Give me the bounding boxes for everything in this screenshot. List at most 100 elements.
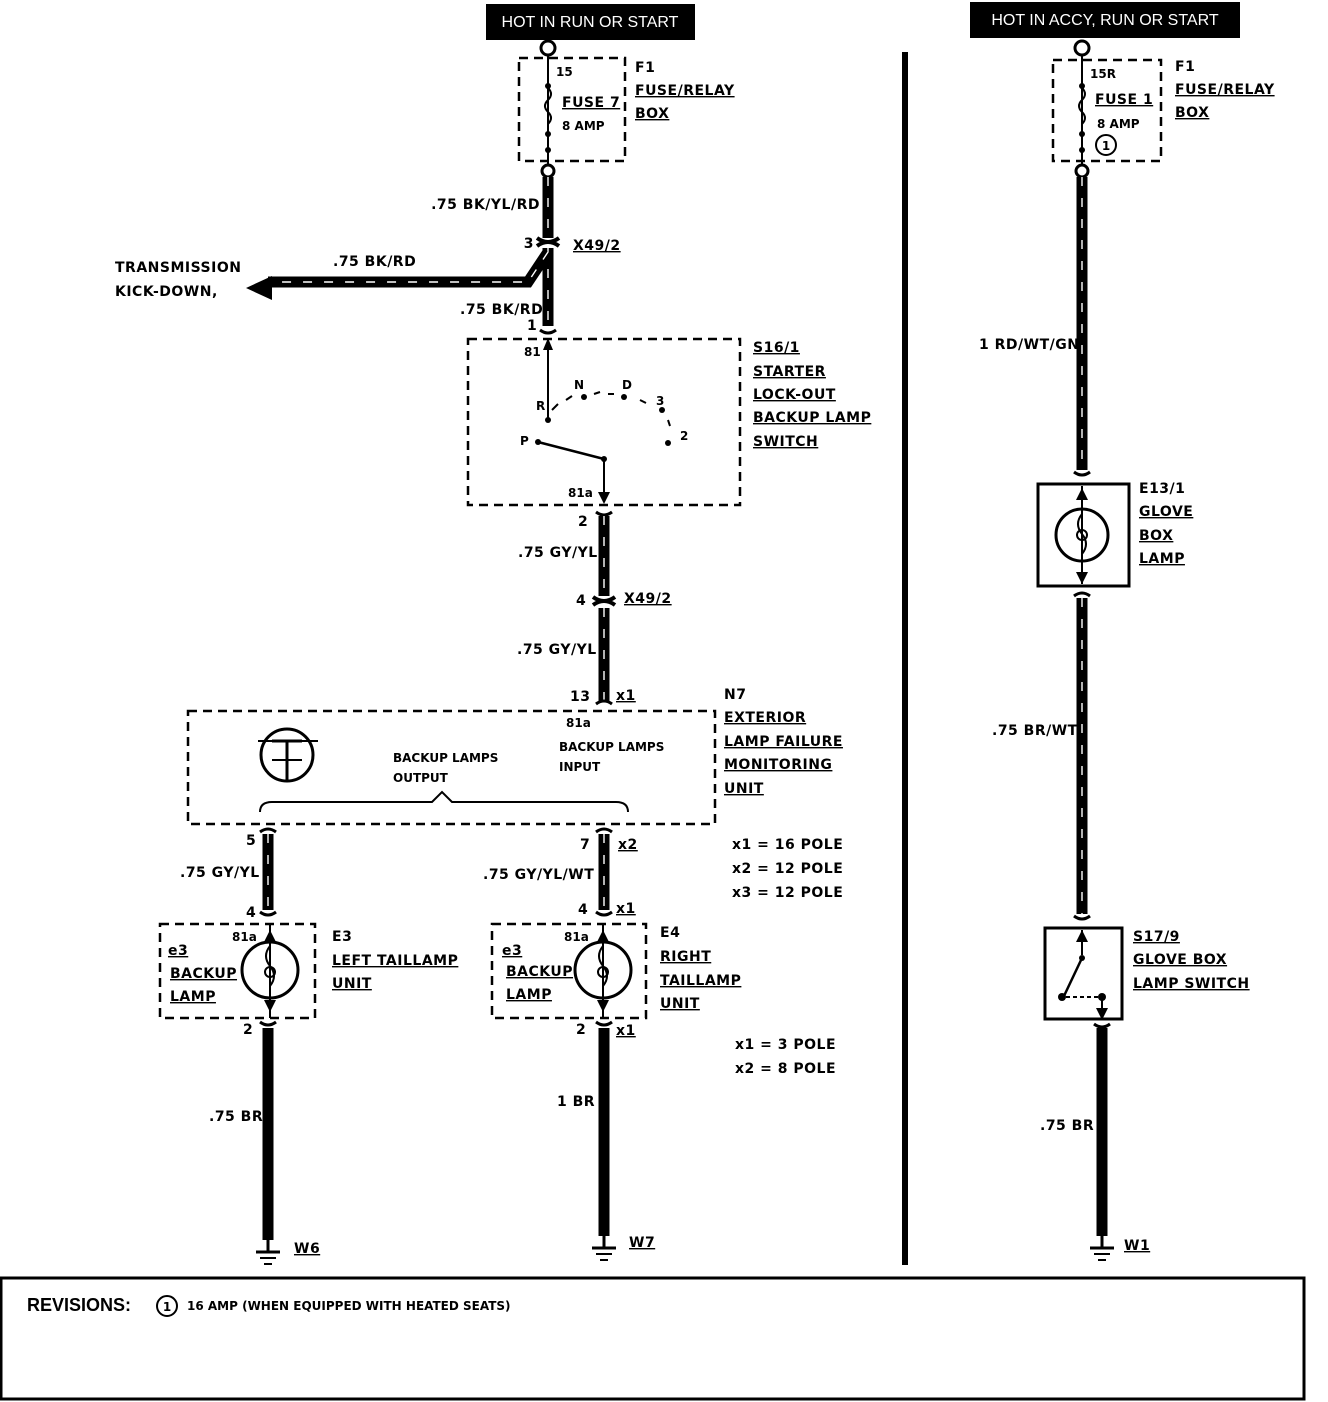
fuse1-revision-mark: 1 bbox=[1102, 139, 1110, 153]
wire-gy-yl-2-label: .75 GY/YL bbox=[517, 642, 597, 658]
fuse1-rating: 8 AMP bbox=[1097, 117, 1140, 131]
wire-gy-yl-wt-label: .75 GY/YL/WT bbox=[483, 867, 594, 883]
f1-left-code: F1 bbox=[635, 60, 655, 76]
connector-x49-top bbox=[535, 236, 561, 248]
f1-right-box: BOX bbox=[1175, 105, 1209, 121]
e3-right-line1: BACKUP bbox=[506, 964, 573, 980]
gear-3: 3 bbox=[656, 394, 664, 408]
revision-mark-icon bbox=[1095, 134, 1117, 156]
terminal-top-right bbox=[1073, 39, 1091, 57]
transmission-arrow bbox=[246, 276, 272, 300]
ground-w7-label: W7 bbox=[629, 1235, 655, 1251]
revisions-mark-icon bbox=[156, 1295, 178, 1317]
n7-line4: UNIT bbox=[724, 781, 764, 797]
n7-line2: LAMP FAILURE bbox=[724, 734, 843, 750]
e3-right-code: e3 bbox=[502, 943, 522, 959]
fuse7-element bbox=[544, 87, 552, 125]
wire-bk-yl-rd-label: .75 BK/YL/RD bbox=[431, 197, 540, 213]
s16-line2: LOCK-OUT bbox=[753, 387, 836, 403]
e13-line1: GLOVE bbox=[1139, 504, 1193, 520]
pole-note-2-x2: x2 = 8 POLE bbox=[735, 1061, 836, 1077]
gear-n: N bbox=[574, 378, 584, 392]
revisions-note: 16 AMP (WHEN EQUIPPED WITH HEATED SEATS) bbox=[187, 1299, 511, 1313]
pin-7: 7 bbox=[580, 837, 590, 853]
pole-note-2-x1: x1 = 3 POLE bbox=[735, 1037, 836, 1053]
n7-output-label: BACKUP LAMPS bbox=[393, 751, 498, 765]
e13-code: E13/1 bbox=[1139, 481, 1185, 497]
wire-br-right-label: .75 BR bbox=[1040, 1118, 1094, 1134]
pin-2-left: 2 bbox=[243, 1022, 253, 1038]
wire-gy-yl-1-label: .75 GY/YL bbox=[518, 545, 598, 561]
transmission-label: TRANSMISSION bbox=[115, 260, 241, 276]
revisions-box bbox=[0, 1276, 1306, 1401]
x49-top-label: X49/2 bbox=[573, 238, 621, 254]
n7-line3: MONITORING bbox=[724, 757, 832, 773]
n7-box bbox=[186, 709, 717, 826]
wire-br-wt-label: .75 BR/WT bbox=[992, 723, 1078, 739]
output-brace bbox=[259, 790, 629, 813]
f1-right-name: FUSE/RELAY bbox=[1175, 82, 1275, 98]
e4-line1: RIGHT bbox=[660, 949, 711, 965]
pole-note-x1: x1 = 16 POLE bbox=[732, 837, 843, 853]
n7-output-sub: OUTPUT bbox=[393, 771, 449, 785]
x1-e4-bot-label: x1 bbox=[616, 1023, 636, 1039]
s17-code: S17/9 bbox=[1133, 929, 1180, 945]
fuse7-name: FUSE 7 bbox=[562, 95, 620, 111]
gear-d: D bbox=[622, 378, 632, 392]
ground-w6-label: W6 bbox=[294, 1241, 320, 1257]
pin-2: 2 bbox=[578, 514, 588, 530]
pin-2-right: 2 bbox=[576, 1022, 586, 1038]
ground-w1-icon bbox=[1090, 1236, 1114, 1261]
wire-br-left-label: .75 BR bbox=[209, 1109, 263, 1125]
fuse1-element bbox=[1078, 87, 1086, 125]
e3-right-box bbox=[490, 922, 648, 1020]
s16-line4: SWITCH bbox=[753, 434, 818, 450]
revisions-title: REVISIONS: bbox=[27, 1295, 131, 1315]
n7-input-sub: INPUT bbox=[559, 760, 601, 774]
f1-right-code: F1 bbox=[1175, 59, 1195, 75]
bulb-right-icon bbox=[573, 924, 633, 1018]
terminal-top-left bbox=[539, 39, 557, 57]
wire-gy-yl-3-label: .75 GY/YL bbox=[180, 865, 260, 881]
connector-x49-mid bbox=[591, 595, 617, 607]
wire-br-mid-label: 1 BR bbox=[557, 1094, 595, 1110]
fuse1-pin: 15R bbox=[1090, 67, 1116, 81]
n7-input-label: BACKUP LAMPS bbox=[559, 740, 664, 754]
header-left-text: HOT IN RUN OR START bbox=[502, 14, 679, 31]
header-right-text: HOT IN ACCY, RUN OR START bbox=[991, 12, 1219, 29]
pole-note-x3: x3 = 12 POLE bbox=[732, 885, 843, 901]
pin-3: 3 bbox=[524, 236, 534, 252]
fuse1-name: FUSE 1 bbox=[1095, 92, 1153, 108]
ground-w7-icon bbox=[592, 1236, 616, 1261]
e3-right-line2: LAMP bbox=[506, 987, 552, 1003]
s16-line3: BACKUP LAMP bbox=[753, 410, 871, 426]
x1-n7-label: x1 bbox=[616, 688, 636, 704]
pin-5: 5 bbox=[246, 833, 256, 849]
kickdown-label: KICK-DOWN, bbox=[115, 284, 218, 300]
ground-w1-label: W1 bbox=[1124, 1238, 1150, 1254]
e3-left-box bbox=[158, 922, 317, 1020]
x49-mid-label: X49/2 bbox=[624, 591, 672, 607]
pin-4-right: 4 bbox=[578, 902, 588, 918]
switch-s16-box bbox=[466, 337, 742, 507]
pin-4: 4 bbox=[576, 593, 586, 609]
pin-81a-right: 81a bbox=[564, 930, 589, 944]
e3-left-line1: BACKUP bbox=[170, 966, 237, 982]
bulb-left-icon bbox=[240, 924, 300, 1018]
transistor-icon bbox=[258, 727, 318, 783]
header-left: HOT IN RUN OR START bbox=[486, 4, 695, 40]
pin-81a-switch: 81a bbox=[568, 486, 593, 500]
pin-81: 81 bbox=[524, 345, 541, 359]
fuse7-rating: 8 AMP bbox=[562, 119, 605, 133]
e13-line3: LAMP bbox=[1139, 551, 1185, 567]
n7-line1: EXTERIOR bbox=[724, 710, 806, 726]
pin-4-left: 4 bbox=[246, 905, 256, 921]
wire-rd-wt-gn-label: 1 RD/WT/GN bbox=[979, 337, 1079, 353]
f1-left-name: FUSE/RELAY bbox=[635, 83, 735, 99]
gear-2: 2 bbox=[680, 429, 688, 443]
wire-bk-rd-branch bbox=[268, 248, 553, 288]
e3-left-unit-code: E3 bbox=[332, 929, 352, 945]
pin-1: 1 bbox=[527, 318, 537, 334]
fuse7-box bbox=[517, 56, 627, 163]
